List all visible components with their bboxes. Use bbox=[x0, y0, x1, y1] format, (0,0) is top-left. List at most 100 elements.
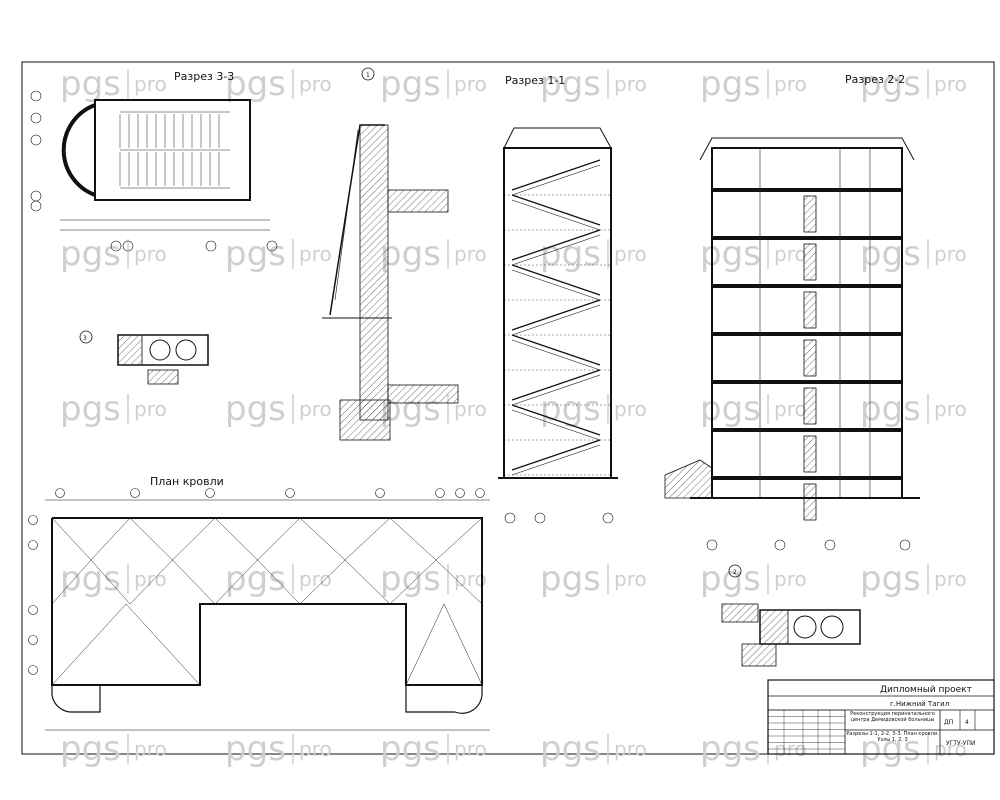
svg-text:pgs: pgs bbox=[860, 729, 921, 769]
svg-text:pro: pro bbox=[614, 72, 647, 96]
svg-text:pgs: pgs bbox=[225, 234, 286, 274]
svg-text:pgs: pgs bbox=[700, 559, 761, 599]
svg-text:pro: pro bbox=[454, 72, 487, 96]
svg-text:pro: pro bbox=[614, 737, 647, 761]
svg-text:pro: pro bbox=[774, 567, 807, 591]
title-block: Дипломный проект г.Нижний Тагил Реконстр… bbox=[767, 679, 995, 755]
svg-text:pgs: pgs bbox=[860, 64, 921, 104]
svg-text:pgs: pgs bbox=[860, 559, 921, 599]
svg-text:pro: pro bbox=[134, 567, 167, 591]
svg-text:pgs: pgs bbox=[60, 559, 121, 599]
city-name: г.Нижний Тагил bbox=[890, 700, 949, 708]
svg-text:pro: pro bbox=[134, 397, 167, 421]
svg-text:pgs: pgs bbox=[380, 559, 441, 599]
svg-text:pgs: pgs bbox=[60, 64, 121, 104]
svg-text:pro: pro bbox=[134, 737, 167, 761]
project-title: Дипломный проект bbox=[880, 685, 972, 695]
project-description: Реконструкция перинатального центра Деми… bbox=[850, 711, 935, 723]
svg-text:pro: pro bbox=[774, 72, 807, 96]
svg-text:pro: pro bbox=[454, 242, 487, 266]
svg-text:pro: pro bbox=[934, 242, 967, 266]
svg-text:pgs: pgs bbox=[60, 234, 121, 274]
svg-text:pro: pro bbox=[774, 242, 807, 266]
svg-text:pgs: pgs bbox=[225, 389, 286, 429]
node-2-label: 2 bbox=[733, 569, 737, 576]
svg-text:pgs: pgs bbox=[540, 64, 601, 104]
svg-text:pro: pro bbox=[614, 397, 647, 421]
svg-text:pro: pro bbox=[134, 242, 167, 266]
roof-plan: План кровли bbox=[28, 475, 490, 731]
svg-text:pro: pro bbox=[614, 242, 647, 266]
svg-text:pro: pro bbox=[299, 242, 332, 266]
svg-text:pro: pro bbox=[299, 737, 332, 761]
svg-text:pro: pro bbox=[934, 737, 967, 761]
svg-text:pro: pro bbox=[934, 397, 967, 421]
svg-text:pro: pro bbox=[934, 72, 967, 96]
svg-text:pro: pro bbox=[299, 397, 332, 421]
svg-text:pgs: pgs bbox=[380, 234, 441, 274]
svg-text:pgs: pgs bbox=[700, 64, 761, 104]
node-1-label: 1 bbox=[366, 72, 370, 79]
svg-text:pro: pro bbox=[774, 397, 807, 421]
section-1-1-title: Разрез 1-1 bbox=[505, 74, 565, 87]
node-3-label: 3 bbox=[83, 335, 87, 342]
section-3-3: Разрез 3-3 bbox=[30, 70, 278, 252]
node-2: 2 bbox=[721, 564, 861, 667]
svg-text:pro: pro bbox=[454, 397, 487, 421]
svg-text:pgs: pgs bbox=[700, 389, 761, 429]
section-1-1: Разрез 1-1 bbox=[498, 74, 618, 524]
svg-text:pgs: pgs bbox=[540, 389, 601, 429]
sheet-frame bbox=[21, 61, 995, 755]
node-3: 3 bbox=[79, 330, 209, 385]
section-2-2-title: Разрез 2-2 bbox=[845, 73, 905, 86]
svg-text:pgs: pgs bbox=[700, 234, 761, 274]
svg-text:pgs: pgs bbox=[700, 729, 761, 769]
parapet-wall bbox=[359, 124, 389, 421]
svg-text:pro: pro bbox=[614, 567, 647, 591]
section-2-2: Разрез 2-2 bbox=[664, 73, 920, 551]
section-3-3-title: Разрез 3-3 bbox=[174, 70, 234, 83]
group-code: УГТУ-УПИ bbox=[946, 740, 975, 747]
svg-text:pgs: pgs bbox=[60, 729, 121, 769]
stair-walls bbox=[94, 99, 251, 201]
svg-text:pgs: pgs bbox=[380, 64, 441, 104]
svg-text:pgs: pgs bbox=[540, 729, 601, 769]
svg-text:pgs: pgs bbox=[60, 389, 121, 429]
svg-text:pgs: pgs bbox=[860, 389, 921, 429]
sheet-content: Разрезы 1-1, 2-2, 3-3. План кровли. Узлы… bbox=[846, 731, 939, 743]
svg-text:pgs: pgs bbox=[225, 729, 286, 769]
svg-text:pro: pro bbox=[299, 567, 332, 591]
svg-text:pgs: pgs bbox=[225, 559, 286, 599]
node-1: 1 bbox=[322, 67, 459, 441]
sheet-number: 4 bbox=[965, 719, 969, 726]
roof-plan-title: План кровли bbox=[150, 475, 224, 488]
svg-text:pgs: pgs bbox=[225, 64, 286, 104]
svg-text:pgs: pgs bbox=[380, 729, 441, 769]
